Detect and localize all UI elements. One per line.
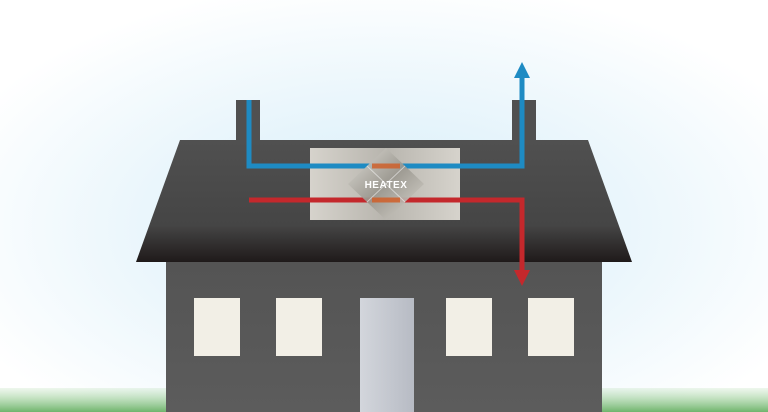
window-1 [194,298,240,356]
window-3 [446,298,492,356]
front-door [360,298,414,412]
exchanger-brand-label: HEATEX [365,180,408,191]
warm-air-duct [249,197,525,272]
window-2 [276,298,322,356]
arrow-down-icon [514,270,530,286]
arrow-up-icon [514,62,530,78]
window-4 [528,298,574,356]
warm-airflow-path [246,197,530,288]
exchanger-core: HEATEX [348,148,424,220]
